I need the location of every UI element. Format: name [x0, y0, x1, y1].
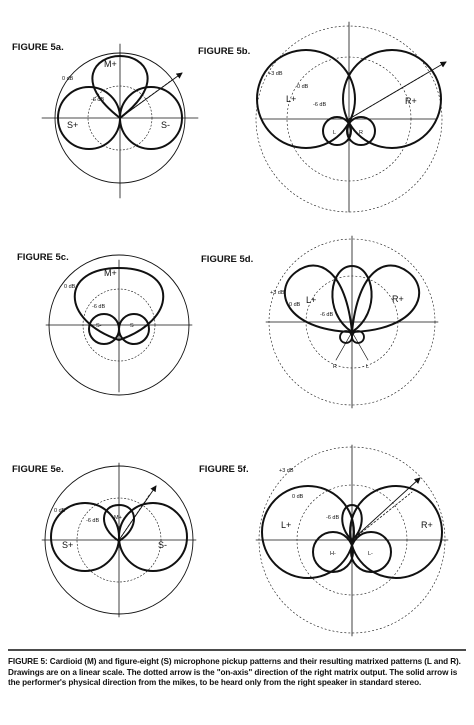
fig5a-db-outer: 0 dB	[62, 76, 74, 82]
fig5a-performer-arrow	[119, 72, 183, 119]
figure-5c-title: FIGURE 5c.	[17, 252, 69, 263]
fig5a-db-inner: -6 dB	[91, 97, 104, 103]
figure-5a: FIGURE 5a. M+ S+ S- 0 dB -6 dB	[12, 42, 199, 199]
fig5f-on-axis-arrow	[351, 491, 413, 541]
fig5e-label-lobe-right: S-	[158, 540, 167, 550]
figure-5a-title: FIGURE 5a.	[12, 42, 64, 53]
fig5c-db-outer: 0 dB	[64, 284, 76, 290]
fig5e-lobe-right	[118, 502, 188, 572]
fig5f-label-small-right: L-	[368, 551, 373, 557]
fig5b-lobe-right	[342, 49, 442, 149]
fig5c-cardioid	[73, 266, 165, 341]
fig5b-label-lobe-right: R+	[405, 96, 417, 106]
fig5d-small-lobe-right	[351, 330, 365, 344]
fig5c-label-cardioid: M+	[104, 268, 117, 278]
fig5c-small-lobe-left	[88, 313, 120, 345]
figure-5b-title: FIGURE 5b.	[198, 46, 250, 57]
figure-caption: FIGURE 5: Cardioid (M) and figure-eight …	[8, 657, 461, 688]
fig5e-label-small-cardioid: M+	[114, 515, 122, 521]
fig5d-label-lobe-right: R+	[392, 294, 404, 304]
fig5b-label-lobe-left: L+	[286, 94, 296, 104]
fig5f-small-lobe-right	[350, 531, 392, 573]
fig5f-performer-arrow	[351, 477, 421, 541]
fig5e-db-outer: 0 dB	[54, 508, 66, 514]
fig5d-db-inner: -6 dB	[320, 312, 333, 318]
fig5e-small-cardioid	[103, 503, 135, 542]
fig5f-label-small-left: H-	[330, 551, 336, 557]
fig5d-small-lobe-left	[339, 330, 353, 344]
figure-5e: FIGURE 5e. M+ S+ S- 0 dB -6 dB	[12, 462, 197, 618]
fig5b-performer-arrow	[348, 61, 447, 120]
fig5a-label-lobe-right: S-	[161, 120, 170, 130]
fig5d-db-mid: 0 dB	[289, 302, 301, 308]
fig5f-db-inner: -6 dB	[326, 515, 339, 521]
fig5d-center-lobe	[331, 264, 373, 333]
fig5b-db-inner: -6 dB	[313, 102, 326, 108]
fig5b-lobe-left	[256, 49, 356, 149]
fig5d-db-outer: +3 dB	[270, 290, 285, 296]
fig5d-label-small-right: L	[366, 364, 369, 370]
figure-5d-title: FIGURE 5d.	[201, 254, 253, 265]
figure-5c: FIGURE 5c. M+ S- S 0 dB -6 dB	[17, 252, 193, 396]
figure-5f-title: FIGURE 5f.	[199, 464, 249, 475]
fig5c-small-lobe-right	[118, 313, 150, 345]
fig5b-label-small-right: R	[359, 130, 363, 136]
fig5f-label-lobe-left: L+	[281, 520, 291, 530]
figure-5d: FIGURE 5d. L+ R+ R L +3 dB 0 dB -6 dB	[201, 235, 439, 409]
fig5b-label-small-left: L	[333, 130, 336, 136]
fig5f-small-lobe-left	[312, 531, 354, 573]
fig5e-db-inner: -6 dB	[86, 518, 99, 524]
fig5f-db-outer: +3 dB	[279, 468, 294, 474]
fig5d-lobe-left	[283, 264, 353, 333]
fig5e-label-lobe-left: S+	[62, 540, 73, 550]
fig5b-small-lobe-left	[322, 116, 352, 146]
fig5b-small-lobe-right	[346, 116, 376, 146]
figure-5e-title: FIGURE 5e.	[12, 464, 64, 475]
fig5a-label-lobe-left: S+	[67, 120, 78, 130]
fig5d-leader-left	[335, 331, 353, 361]
fig5f-small-center-lobe	[341, 503, 363, 541]
fig5e-performer-arrow	[118, 485, 157, 541]
fig5c-label-small-left: S-	[96, 323, 102, 329]
fig5a-cardioid	[91, 54, 149, 119]
fig5f-label-lobe-right: R+	[421, 520, 433, 530]
fig5c-label-small-right: S	[130, 323, 134, 329]
fig5b-db-mid: 0 dB	[297, 84, 309, 90]
fig5d-label-small-left: R	[333, 364, 337, 370]
fig5f-db-mid: 0 dB	[292, 494, 304, 500]
figure-5f: FIGURE 5f. L+ R+ H- L- +3 dB 0 dB -6 dB	[199, 444, 449, 637]
figure-5b: FIGURE 5b. L+ R+ L R +3 dB 0 dB -6 dB	[198, 21, 447, 213]
fig5c-db-inner: -6 dB	[92, 304, 105, 310]
fig5d-lobe-right	[351, 264, 421, 333]
fig5d-leader-right	[351, 331, 369, 361]
fig5f-lobe-left	[261, 485, 355, 579]
fig5b-db-outer: +3 dB	[268, 71, 283, 77]
fig5f-lobe-right	[349, 485, 443, 579]
fig5a-label-cardioid: M+	[104, 59, 117, 69]
fig5d-label-lobe-left: L+	[306, 295, 316, 305]
